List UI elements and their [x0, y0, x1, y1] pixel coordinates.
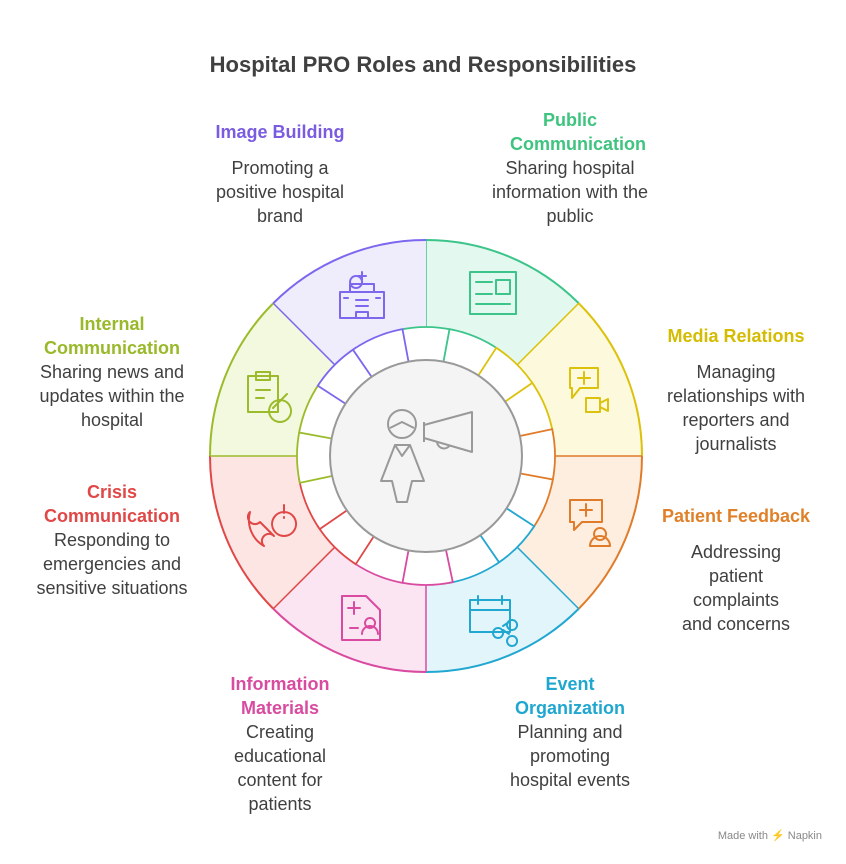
- calendar-share-icon: [469, 595, 519, 647]
- video-chat-medical-icon: [569, 367, 609, 413]
- segment-divider: [516, 302, 580, 366]
- hospital-building-icon: [339, 271, 385, 319]
- segment-arc: [272, 608, 427, 673]
- label-heading: Event Organization: [514, 674, 625, 718]
- page-title: Hospital PRO Roles and Responsibilities: [209, 52, 637, 77]
- label-text: Responding to emergencies and sensitive …: [36, 530, 188, 598]
- label-text: Creating educational content for patient…: [233, 722, 327, 814]
- segment-arc: [209, 302, 274, 457]
- phone-alert-icon: [246, 504, 298, 547]
- segment-divider: [272, 546, 336, 610]
- label-text: Sharing news and updates within the hosp…: [39, 362, 185, 430]
- segment-arc: [578, 302, 643, 457]
- label-heading: Public Communication: [510, 110, 647, 154]
- label-text: Promoting a positive hospital brand: [215, 158, 345, 226]
- medical-document-icon: [341, 595, 381, 641]
- segment-divider: [516, 546, 580, 610]
- pro-megaphone-icon: [380, 409, 473, 503]
- napkin-credit: Made with ⚡ Napkin: [717, 830, 822, 842]
- clipboard-block-icon: [247, 371, 293, 423]
- center-circle: [329, 359, 523, 553]
- segment-arc: [209, 455, 274, 610]
- label-heading: Internal Communication: [43, 314, 180, 358]
- label-text: Managing relationships with reporters an…: [666, 362, 806, 454]
- segment-arc: [272, 239, 427, 304]
- segment-arc: [425, 608, 580, 673]
- news-card-icon: [469, 271, 517, 315]
- label-text: Sharing hospital information with the pu…: [491, 158, 649, 226]
- segment-arc: [578, 455, 643, 610]
- label-heading: Information Materials: [230, 674, 330, 718]
- segment-divider: [272, 302, 336, 366]
- label-text: Addressing patient complaints and concer…: [681, 542, 791, 634]
- segment-arc: [425, 239, 580, 304]
- label-heading: Crisis Communication: [43, 482, 180, 526]
- label-heading: Patient Feedback: [661, 506, 811, 526]
- label-heading: Image Building: [215, 122, 345, 142]
- label-text: Planning and promoting hospital events: [509, 722, 631, 790]
- label-heading: Media Relations: [667, 326, 805, 346]
- patient-chat-icon: [569, 499, 611, 547]
